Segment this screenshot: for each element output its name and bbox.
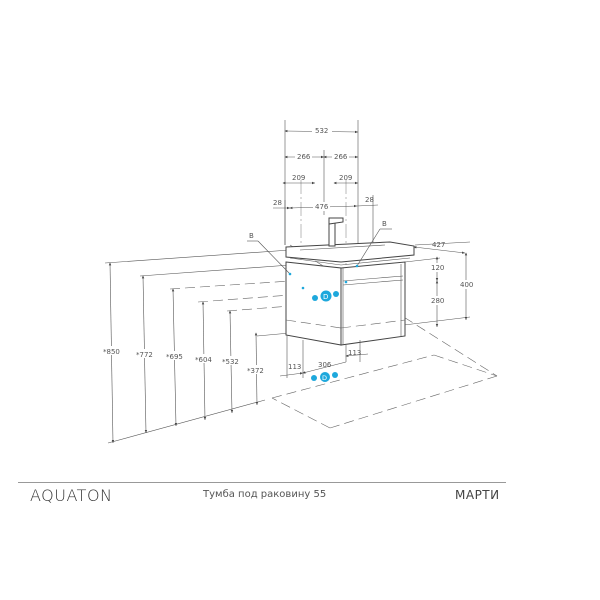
dim-113-right: 113 <box>348 349 361 357</box>
dim-476: 476 <box>315 203 329 211</box>
dim-266-right: 266 <box>334 153 348 161</box>
dim-604: *604 <box>195 356 212 364</box>
dim-372: *372 <box>247 367 264 375</box>
dim-266-left: 266 <box>297 153 311 161</box>
dim-113-left: 113 <box>288 363 301 371</box>
dim-695: *695 <box>166 353 183 361</box>
dim-120: 120 <box>431 264 444 272</box>
dim-850: *850 <box>103 348 120 356</box>
dim-28-left: 28 <box>273 199 282 207</box>
dim-306: 306 <box>318 361 332 369</box>
label-b-left: B <box>249 232 254 240</box>
drain-label: D <box>323 293 328 301</box>
dim-280: 280 <box>431 297 444 305</box>
floor-drain-icon <box>320 372 330 382</box>
water-point-left-icon <box>288 272 292 276</box>
floor-drain-side-icon <box>332 372 338 378</box>
bottom-dimensions: 113 306 113 <box>279 335 369 378</box>
dim-209-right: 209 <box>339 174 352 182</box>
connection-markers: D D <box>288 264 359 382</box>
drain-icon <box>320 290 332 302</box>
brand-logo: AQUATON <box>30 486 113 505</box>
dim-209-left: 209 <box>292 174 305 182</box>
title-block: AQUATON Тумба под раковину 55 МАРТИ <box>0 486 600 516</box>
side-dimensions: 427 120 280 400 <box>413 241 476 327</box>
product-name: Тумба под раковину 55 <box>203 489 327 500</box>
top-dimensions: 532 266 266 209 209 28 476 28 <box>273 126 379 211</box>
label-b-right: B <box>382 220 387 228</box>
footer-divider <box>18 482 506 483</box>
floor-drain-label: D <box>322 374 327 382</box>
floor-outline <box>271 354 498 429</box>
vanity-cabinet <box>285 217 415 346</box>
height-dimensions: *850 *772 *695 *604 *532 *372 <box>101 262 267 444</box>
series-name: МАРТИ <box>455 488 500 502</box>
water-point-icon <box>344 280 348 284</box>
floor-drain-side-icon <box>311 375 317 381</box>
dim-532: 532 <box>315 127 328 135</box>
dim-772: *772 <box>136 351 153 359</box>
dim-532: *532 <box>222 358 239 366</box>
dim-28-right: 28 <box>365 196 374 204</box>
water-point-icon <box>301 286 305 290</box>
technical-drawing: 532 266 266 209 209 28 476 28 <box>101 120 498 444</box>
drain-side-icon <box>333 291 339 297</box>
faucet <box>328 217 344 247</box>
dim-400: 400 <box>460 281 473 289</box>
dim-427: 427 <box>432 241 445 249</box>
water-point-right-icon <box>355 264 359 268</box>
water-supply-labels: B B <box>247 220 392 275</box>
drain-side-icon <box>312 295 318 301</box>
